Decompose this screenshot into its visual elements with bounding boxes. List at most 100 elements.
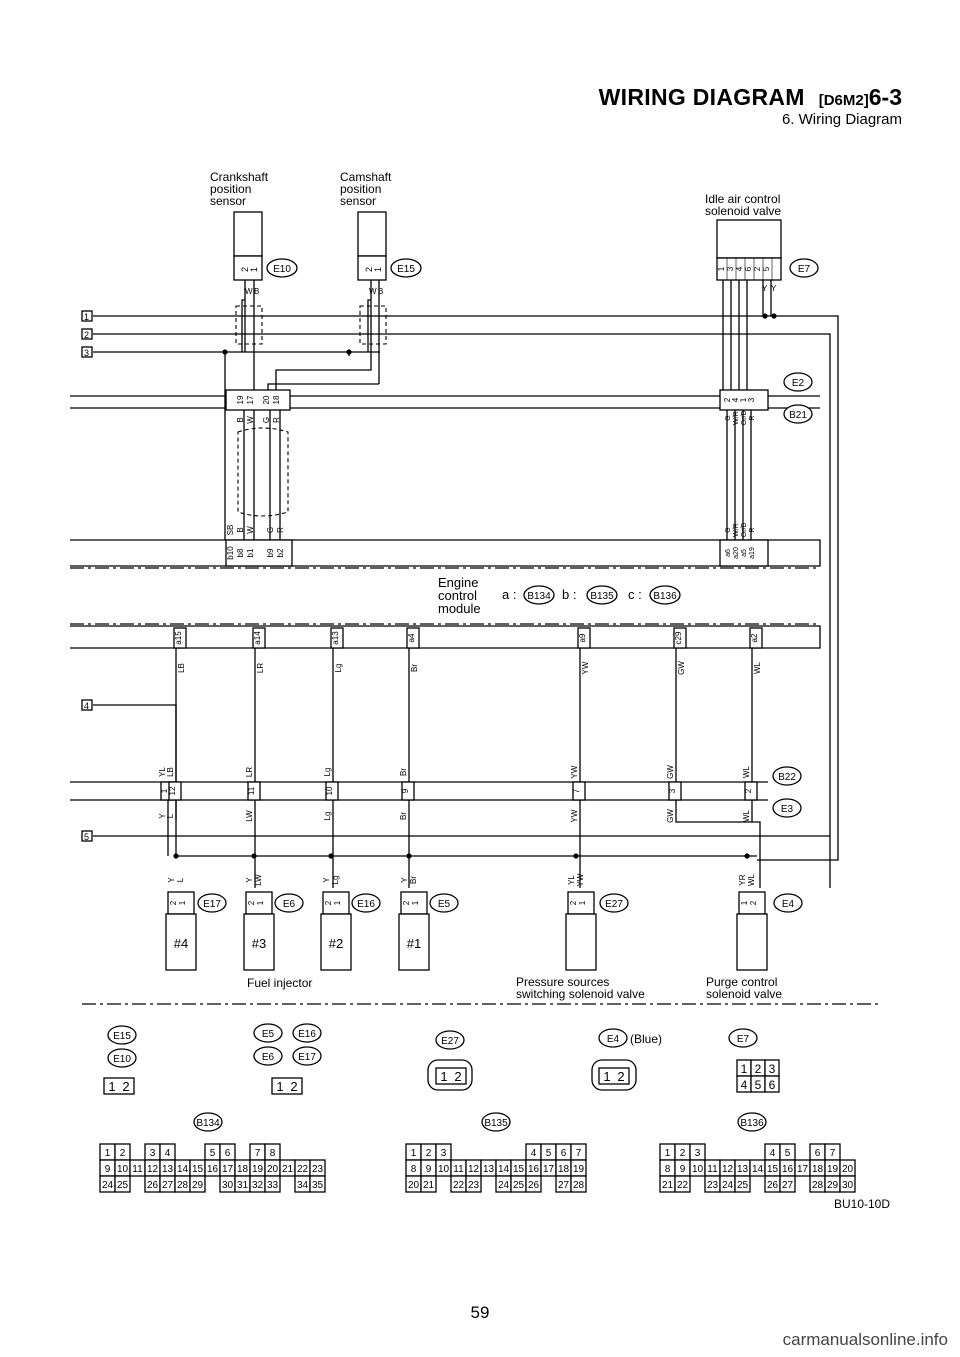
legend-e7-pin: 5 [755, 1078, 762, 1092]
ecm-ref-label: a : [502, 587, 516, 602]
wire-color-label: Br [399, 812, 408, 820]
wire-color-label: W [246, 416, 255, 424]
pin-label: 2 [749, 900, 758, 905]
legend-grid-cell [114, 1175, 131, 1193]
legend-grid-pin: 20 [408, 1180, 420, 1191]
legend-grid-cell [309, 1175, 326, 1193]
camshaft-label-line: position [340, 182, 381, 196]
junction-pin-box [744, 781, 758, 801]
legend-grid-pin: 25 [737, 1180, 749, 1191]
ecm-pin: a13 [331, 631, 340, 645]
camshaft-sensor-body [357, 211, 387, 257]
device-connector-id: E6 [283, 899, 296, 910]
iac-pin: 6 [744, 266, 753, 271]
pin-label: 2 [364, 267, 374, 272]
junction-pin: 20 [262, 395, 271, 404]
wire-color-label: Or/B [741, 410, 748, 425]
pin-label: 1 [373, 267, 383, 272]
ecm-connector-refs: a : B134 b : B135 c : B136 [502, 585, 681, 605]
wire-color-label: YW [576, 873, 585, 886]
crankshaft-label-line: position [210, 182, 251, 196]
legend-grid-pin: 34 [297, 1180, 309, 1191]
bus-terminal-number: 1 [84, 312, 89, 322]
legend-connector-id: B136 [740, 1118, 764, 1129]
ecm-pin: b10 [226, 546, 235, 560]
wire-color-label: Y [322, 877, 331, 883]
legend-grid-pin: 30 [222, 1180, 234, 1191]
legend-connector-badge [253, 1023, 283, 1043]
wire-color-label: G [725, 527, 732, 532]
wire-color-label: Y [158, 813, 167, 819]
legend-grid-pin: 29 [192, 1180, 204, 1191]
connector-badge-b134 [523, 585, 555, 605]
legend-grid-pin: 18 [558, 1164, 570, 1175]
ecm-bottom-pin-box [406, 627, 420, 649]
legend-grid-pin: 26 [528, 1180, 540, 1191]
splice-dot [744, 853, 750, 859]
purge-label-line: solenoid valve [706, 987, 782, 1001]
ecm-pin: a4 [407, 633, 416, 642]
wire-color-label: Br [410, 664, 419, 672]
legend-grid-cell [734, 1175, 751, 1193]
section-code: [D6M2] [818, 92, 869, 109]
junction-pin: 17 [246, 395, 255, 404]
legend-grid-pin: 28 [177, 1180, 189, 1191]
legend-connector-badge [728, 1028, 758, 1048]
diagram-code: BU10-10D [834, 1197, 890, 1211]
legend-grid-pin: 19 [573, 1164, 585, 1175]
device-connector-badge [197, 893, 227, 913]
legend-connector-id: E6 [262, 1052, 275, 1063]
wire-color-label: L [176, 877, 185, 882]
ecm-pin: a20 [733, 547, 740, 559]
e2b21-right-connector [719, 389, 769, 411]
wire-color-label: YR [738, 874, 747, 885]
wire-color-label: R [749, 527, 756, 532]
legend-connector-id: E5 [262, 1029, 275, 1040]
ecm-pin: a2 [750, 633, 759, 642]
connector-id-b22: B22 [778, 772, 796, 783]
device-connector-badge [274, 893, 304, 913]
iac-pin: 2 [753, 266, 762, 271]
legend-grid-pin: 12 [722, 1164, 734, 1175]
legend-grid-pin: 12 [468, 1164, 480, 1175]
splice-dot [771, 313, 777, 319]
camshaft-label-line: sensor [340, 194, 376, 208]
legend-grid-pin: 20 [267, 1164, 279, 1175]
legend-connector-id: E4 [607, 1034, 620, 1045]
junction-pin: 3 [668, 788, 677, 793]
legend-grid-pin: 16 [528, 1164, 540, 1175]
ecm-box [70, 539, 821, 649]
wire-color-label: Y [400, 877, 409, 883]
splice-dot [573, 853, 579, 859]
legend-grid-pin: 25 [117, 1180, 129, 1191]
legend-grid-pin: 18 [237, 1164, 249, 1175]
wire-color-label: W/R [733, 523, 740, 537]
legend-grid-pin: 6 [225, 1148, 231, 1159]
legend-grid-pin: 6 [561, 1148, 567, 1159]
device-body [243, 913, 275, 971]
wire-color-label: B [254, 287, 259, 296]
device-body [565, 913, 597, 971]
device-body [736, 913, 768, 971]
legend-grid-pin: 11 [707, 1164, 718, 1175]
wire-color-label: Lg [331, 876, 340, 885]
cam-shield [359, 305, 387, 345]
wire-color-label: R [276, 527, 285, 533]
bus-wire-1 [93, 315, 839, 861]
legend-pin: 1 [603, 1069, 610, 1084]
ecm-bottom-pin-box [173, 627, 187, 649]
legend-grid-pin: 32 [252, 1180, 264, 1191]
junction-pin-box [325, 781, 339, 801]
legend-grid-pin: 7 [576, 1148, 582, 1159]
legend-grid-pin: 14 [177, 1164, 189, 1175]
legend-grid-pin: 17 [797, 1164, 809, 1175]
wire-color-label: YL [567, 875, 576, 885]
page-number: 59 [470, 1303, 490, 1322]
crankshaft-label-line: Crankshaft [210, 170, 269, 184]
legend-connector-badge [435, 1030, 465, 1050]
junction-pin: 12 [168, 786, 177, 795]
bus-terminal-box [81, 699, 93, 711]
